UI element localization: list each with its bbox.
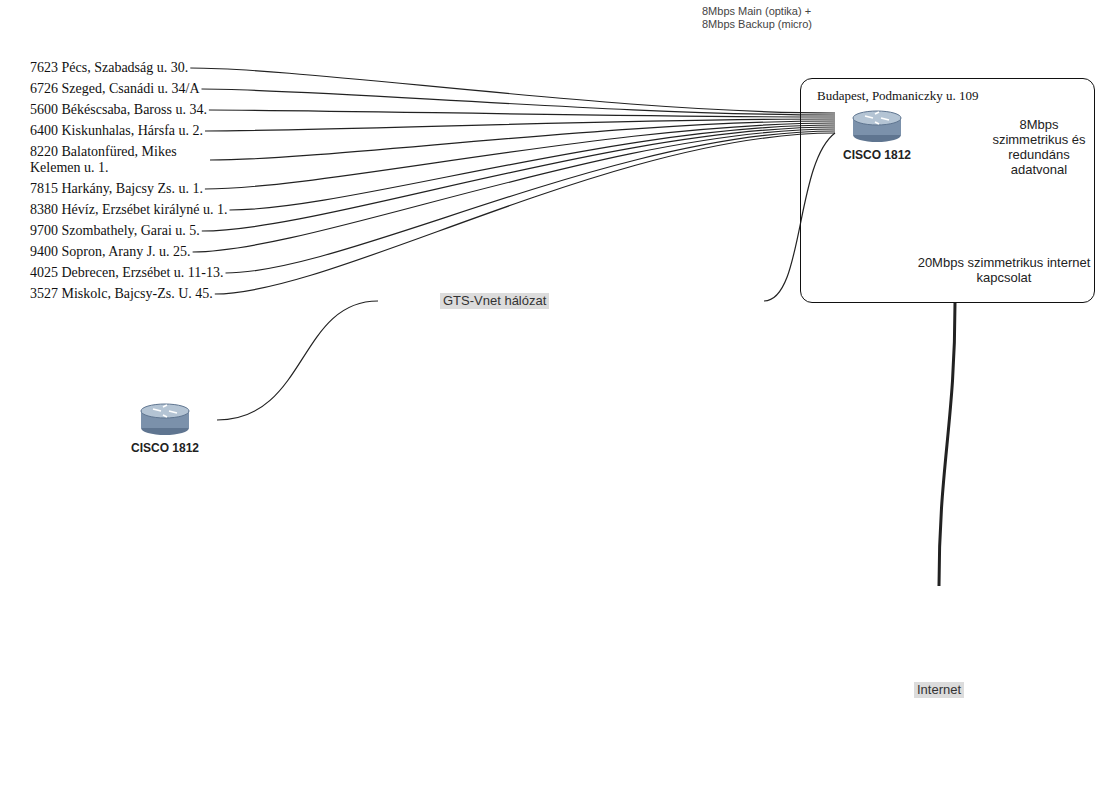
router-icon [851,107,903,145]
address-text: 9400 Sopron, Arany J. u. 25. [30,244,191,260]
cloud-outline [802,593,1076,787]
router-icon [139,400,191,438]
router-arrow [875,112,879,114]
address-entry: 4025 Debrecen, Erzsébet u. 11-13. [30,265,223,281]
network-cloud: GTS-Vnet hálózat [378,155,764,447]
cloud-ray [859,640,1019,741]
router-top [141,404,189,418]
address-entry: 6726 Szeged, Csanádi u. 34/A [30,81,200,97]
cloud-shape [378,155,764,447]
address-text: 3527 Miskolc, Bajcsy-Zs. U. 45. [30,286,213,302]
address-text: 8220 Balatonfüred, Mikes Kelemen u. 1. [30,144,208,176]
router-top [853,111,901,125]
address-text: 6726 Szeged, Csanádi u. 34/A [30,81,200,97]
address-entry: 5600 Békéscsaba, Baross u. 34. [30,102,207,118]
address-entry: 8380 Hévíz, Erzsébet királyné u. 1. [30,202,228,218]
cloud-label: Internet [914,682,964,698]
cloud-ray [859,640,1019,741]
router-arrow [875,122,879,124]
address-entry: 7623 Pécs, Szabadság u. 30. [30,60,188,76]
panel-divider [5,341,350,344]
cloud-label: GTS-Vnet hálózat [440,293,549,309]
address-text: 5600 Békéscsaba, Baross u. 34. [30,102,207,118]
address-text: 7815 Harkány, Bajcsy Zs. u. 1. [30,181,203,197]
site-heading: Budapest, Podmaniczky u. 109 [817,88,978,104]
router-arrow [881,118,889,120]
router-label: CISCO 1812 [835,148,919,162]
branch-panel [5,30,350,573]
site-box: Budapest, Podmaniczky u. 109 8Mbps szimme… [800,78,1095,303]
site-link [202,127,835,231]
address-entry: 6400 Kiskunhalas, Hársfa u. 2. [30,123,203,139]
router-node: CISCO 1812 [835,107,919,162]
address-entry: 7815 Harkány, Bajcsy Zs. u. 1. [30,181,203,197]
address-text: 9700 Szombathely, Garai u. 5. [30,223,200,239]
router-arrow [169,411,177,413]
router-arrow [163,415,167,417]
site-link [190,68,835,113]
link-note: 8Mbps szimmetrikus és redundáns adatvona… [987,117,1091,177]
router-arrow [163,405,167,407]
site-link [215,133,835,294]
link-capacity-note: 8Mbps Main (optika) + 8Mbps Backup (micr… [702,5,830,31]
address-text: 4025 Debrecen, Erzsébet u. 11-13. [30,265,223,281]
link-note: 20Mbps szimmetrikus internet kapcsolat [917,255,1091,285]
site-link [217,301,378,420]
internet-uplink [939,303,955,586]
address-entry: 3527 Miskolc, Bajcsy-Zs. U. 45. [30,286,213,302]
address-entry: 8220 Balatonfüred, Mikes Kelemen u. 1. [30,144,208,176]
router-arrow [865,116,873,118]
address-entry: 9400 Sopron, Arany J. u. 25. [30,244,191,260]
cloud-outline [393,161,749,441]
address-text: 8380 Hévíz, Erzsébet királyné u. 1. [30,202,228,218]
address-text: 6400 Kiskunhalas, Hársfa u. 2. [30,123,203,139]
site-link [209,110,835,117]
router-node: CISCO 1812 [113,400,217,455]
address-text: 7623 Pécs, Szabadság u. 30. [30,60,188,76]
site-link [193,129,835,252]
router-label: CISCO 1812 [113,441,217,455]
network-cloud: Internet [784,584,1094,796]
router-arrow [153,409,161,411]
address-entry: 9700 Szombathely, Garai u. 5. [30,223,200,239]
site-link [226,131,836,273]
cloud-ray [570,196,571,407]
